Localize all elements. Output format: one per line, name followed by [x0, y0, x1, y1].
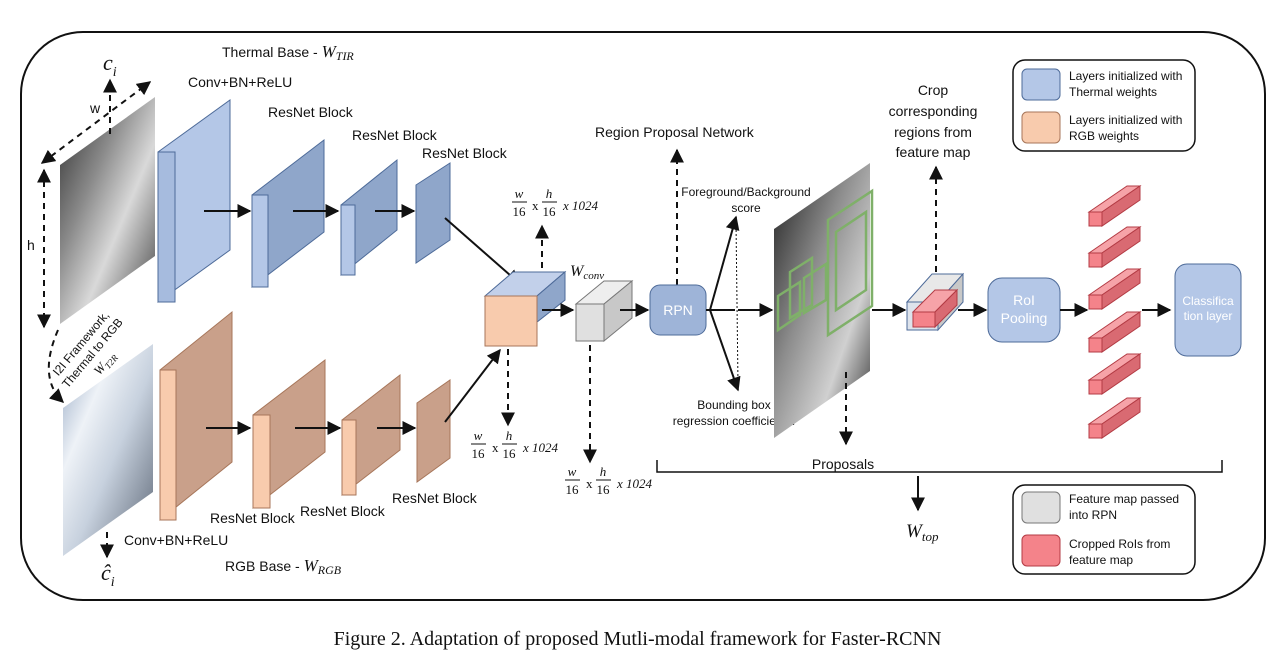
svg-text:ResNet Block: ResNet Block — [352, 127, 438, 143]
svg-text:x 1024: x 1024 — [522, 440, 559, 455]
outer-frame — [20, 31, 1266, 601]
thermal-resnet-block-3 — [415, 162, 451, 264]
svg-text:Wconv: Wconv — [570, 263, 604, 282]
svg-text:w: w — [515, 186, 524, 201]
svg-text:x 1024: x 1024 — [562, 198, 599, 213]
svg-text:ResNet Block: ResNet Block — [268, 104, 354, 120]
svg-text:x: x — [586, 476, 593, 491]
svg-text:16: 16 — [597, 482, 611, 497]
pooled-roi-bar — [1087, 353, 1142, 395]
legend-item-feature-map: Feature map passed into RPN — [1021, 491, 1179, 524]
legend-item-rgb: Layers initialized with RGB weights — [1021, 111, 1182, 144]
svg-text:Wtop: Wtop — [906, 521, 939, 544]
svg-text:Bounding box: Bounding box — [697, 398, 770, 412]
svg-text:corresponding: corresponding — [889, 103, 978, 119]
svg-text:RPN: RPN — [663, 302, 693, 318]
svg-text:16: 16 — [513, 204, 527, 219]
svg-text:Classifica: Classifica — [1182, 294, 1234, 308]
proposal-boxes — [776, 188, 874, 338]
pooled-roi-bar — [1087, 311, 1142, 353]
detection-image — [774, 163, 870, 438]
svg-text:tion layer: tion layer — [1184, 309, 1233, 323]
svg-text:Thermal Base - WTIR: Thermal Base - WTIR — [222, 42, 354, 63]
rgb-resnet-block-1 — [252, 358, 326, 510]
classification-layer-box — [1174, 263, 1242, 357]
svg-text:Region Proposal Network: Region Proposal Network — [595, 124, 755, 140]
thermal-input-image — [60, 97, 155, 324]
pooled-rois — [1087, 185, 1142, 439]
legend-item-thermal: Layers initialized with Thermal weights — [1021, 68, 1182, 101]
svg-text:x 1024: x 1024 — [616, 476, 653, 491]
svg-text:16: 16 — [503, 446, 517, 461]
svg-text:feature map: feature map — [896, 144, 971, 160]
svg-text:RoI: RoI — [1013, 292, 1035, 308]
svg-text:16: 16 — [543, 204, 557, 219]
legend-item-cropped-rois: Cropped RoIs from feature map — [1021, 534, 1170, 567]
svg-text:x: x — [492, 440, 499, 455]
svg-text:Pooling: Pooling — [1001, 310, 1048, 326]
thermal-resnet-block-1 — [251, 138, 325, 289]
svg-text:ResNet Block: ResNet Block — [392, 490, 478, 506]
rgb-conv-block — [159, 310, 233, 522]
svg-text:w: w — [89, 100, 101, 116]
svg-text:ResNet Block: ResNet Block — [300, 503, 386, 519]
svg-text:ResNet Block: ResNet Block — [422, 145, 508, 161]
svg-text:16: 16 — [566, 482, 580, 497]
dim-label-top: w 16 x h 16 x 1024 — [512, 186, 599, 219]
svg-text:h: h — [27, 237, 35, 253]
svg-text:Feature map passed: Feature map passed — [1069, 492, 1179, 506]
svg-text:into RPN: into RPN — [1069, 508, 1117, 522]
svg-text:16: 16 — [472, 446, 486, 461]
svg-text:Layers initialized with: Layers initialized with — [1069, 113, 1182, 127]
svg-text:Conv+BN+ReLU: Conv+BN+ReLU — [188, 74, 292, 90]
pooled-roi-bar — [1087, 397, 1142, 439]
svg-text:Crop: Crop — [918, 82, 949, 98]
figure-caption: Figure 2. Adaptation of proposed Mutli-m… — [333, 628, 942, 650]
feature-map-block — [574, 279, 634, 343]
dim-label-bottom: w 16 x h 16 x 1024 — [471, 428, 559, 461]
svg-text:w: w — [568, 464, 577, 479]
cropped-feature-map — [905, 272, 965, 332]
svg-text:Foreground/Background: Foreground/Background — [681, 185, 810, 199]
svg-text:h: h — [506, 428, 513, 443]
svg-text:ĉi: ĉi — [101, 560, 115, 590]
svg-text:Proposals: Proposals — [812, 456, 874, 472]
thermal-conv-block — [157, 99, 231, 303]
svg-text:Thermal weights: Thermal weights — [1069, 85, 1157, 99]
svg-text:regions from: regions from — [894, 124, 972, 140]
svg-text:RGB Base - WRGB: RGB Base - WRGB — [225, 556, 342, 577]
pooled-roi-bar — [1087, 226, 1142, 268]
svg-text:regression coefficients.: regression coefficients. — [673, 414, 796, 428]
svg-text:score: score — [731, 201, 761, 215]
dim-label-feature: w 16 x h 16 x 1024 — [565, 464, 653, 497]
svg-text:h: h — [600, 464, 607, 479]
proposals-bracket — [656, 460, 1223, 473]
rgb-resnet-block-3 — [416, 379, 451, 483]
svg-text:Cropped RoIs from: Cropped RoIs from — [1069, 537, 1170, 551]
rgb-resnet-block-2 — [341, 373, 401, 497]
svg-text:ci: ci — [103, 50, 117, 80]
svg-text:h: h — [546, 186, 553, 201]
pooled-roi-bar — [1087, 268, 1142, 310]
svg-text:Layers initialized with: Layers initialized with — [1069, 69, 1182, 83]
svg-text:feature map: feature map — [1069, 553, 1133, 567]
svg-text:x: x — [532, 198, 539, 213]
svg-text:w: w — [474, 428, 483, 443]
pooled-roi-bar — [1087, 185, 1142, 227]
thermal-resnet-block-2 — [340, 158, 398, 277]
svg-text:Conv+BN+ReLU: Conv+BN+ReLU — [124, 532, 228, 548]
svg-text:ResNet Block: ResNet Block — [210, 510, 296, 526]
rgb-input-image — [63, 344, 153, 556]
svg-text:RGB weights: RGB weights — [1069, 129, 1139, 143]
